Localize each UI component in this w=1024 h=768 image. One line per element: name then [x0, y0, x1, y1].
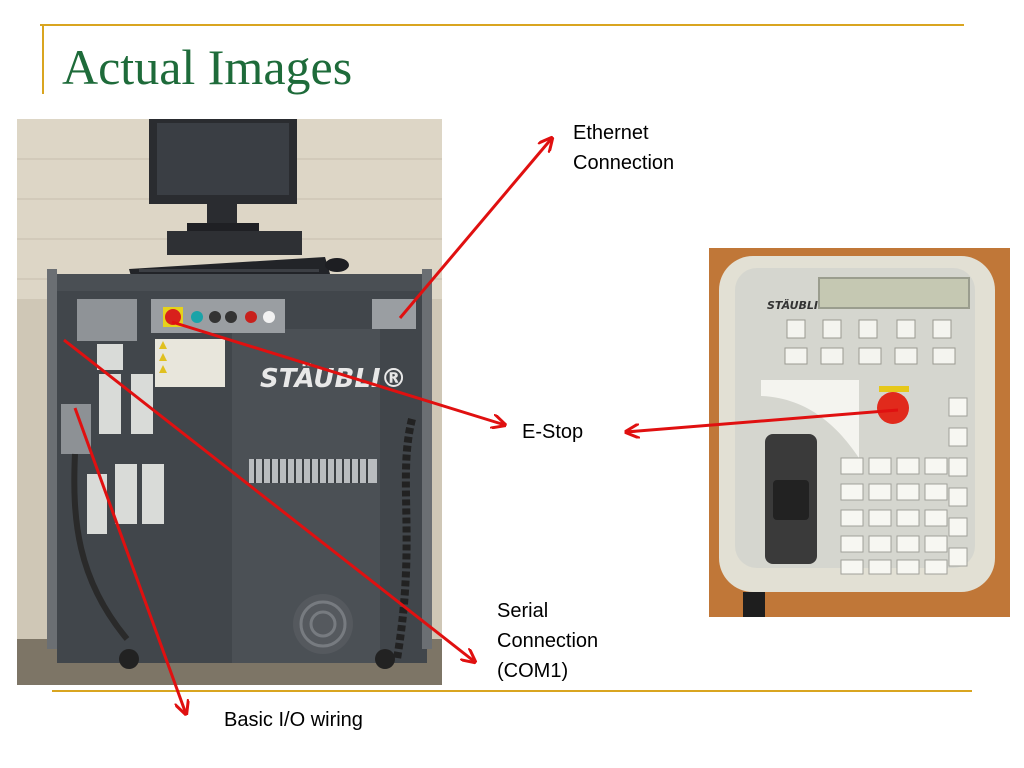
controller-brand-text: STÄUBLI®: [260, 362, 407, 394]
pendant-display: [818, 277, 970, 309]
pendant-brand-text: STÄUBLI: [767, 298, 818, 312]
callout-e-stop: E-Stop: [522, 421, 584, 443]
controller-photo: STÄUBLI®: [17, 119, 442, 685]
pendant-estop-shape: [877, 392, 909, 424]
bottom-rule: [52, 690, 972, 692]
slide-title: Actual Images: [62, 39, 353, 95]
left-rule: [42, 24, 44, 94]
callout-basic-io-wiring: Basic I/O wiring: [224, 709, 363, 731]
callout-ethernet-connection: Ethernet Connection: [573, 122, 675, 174]
top-rule: [40, 24, 964, 26]
pendant-photo: STÄUBLI: [709, 248, 1010, 617]
callout-serial-connection: Serial Connection (COM1): [497, 600, 599, 682]
